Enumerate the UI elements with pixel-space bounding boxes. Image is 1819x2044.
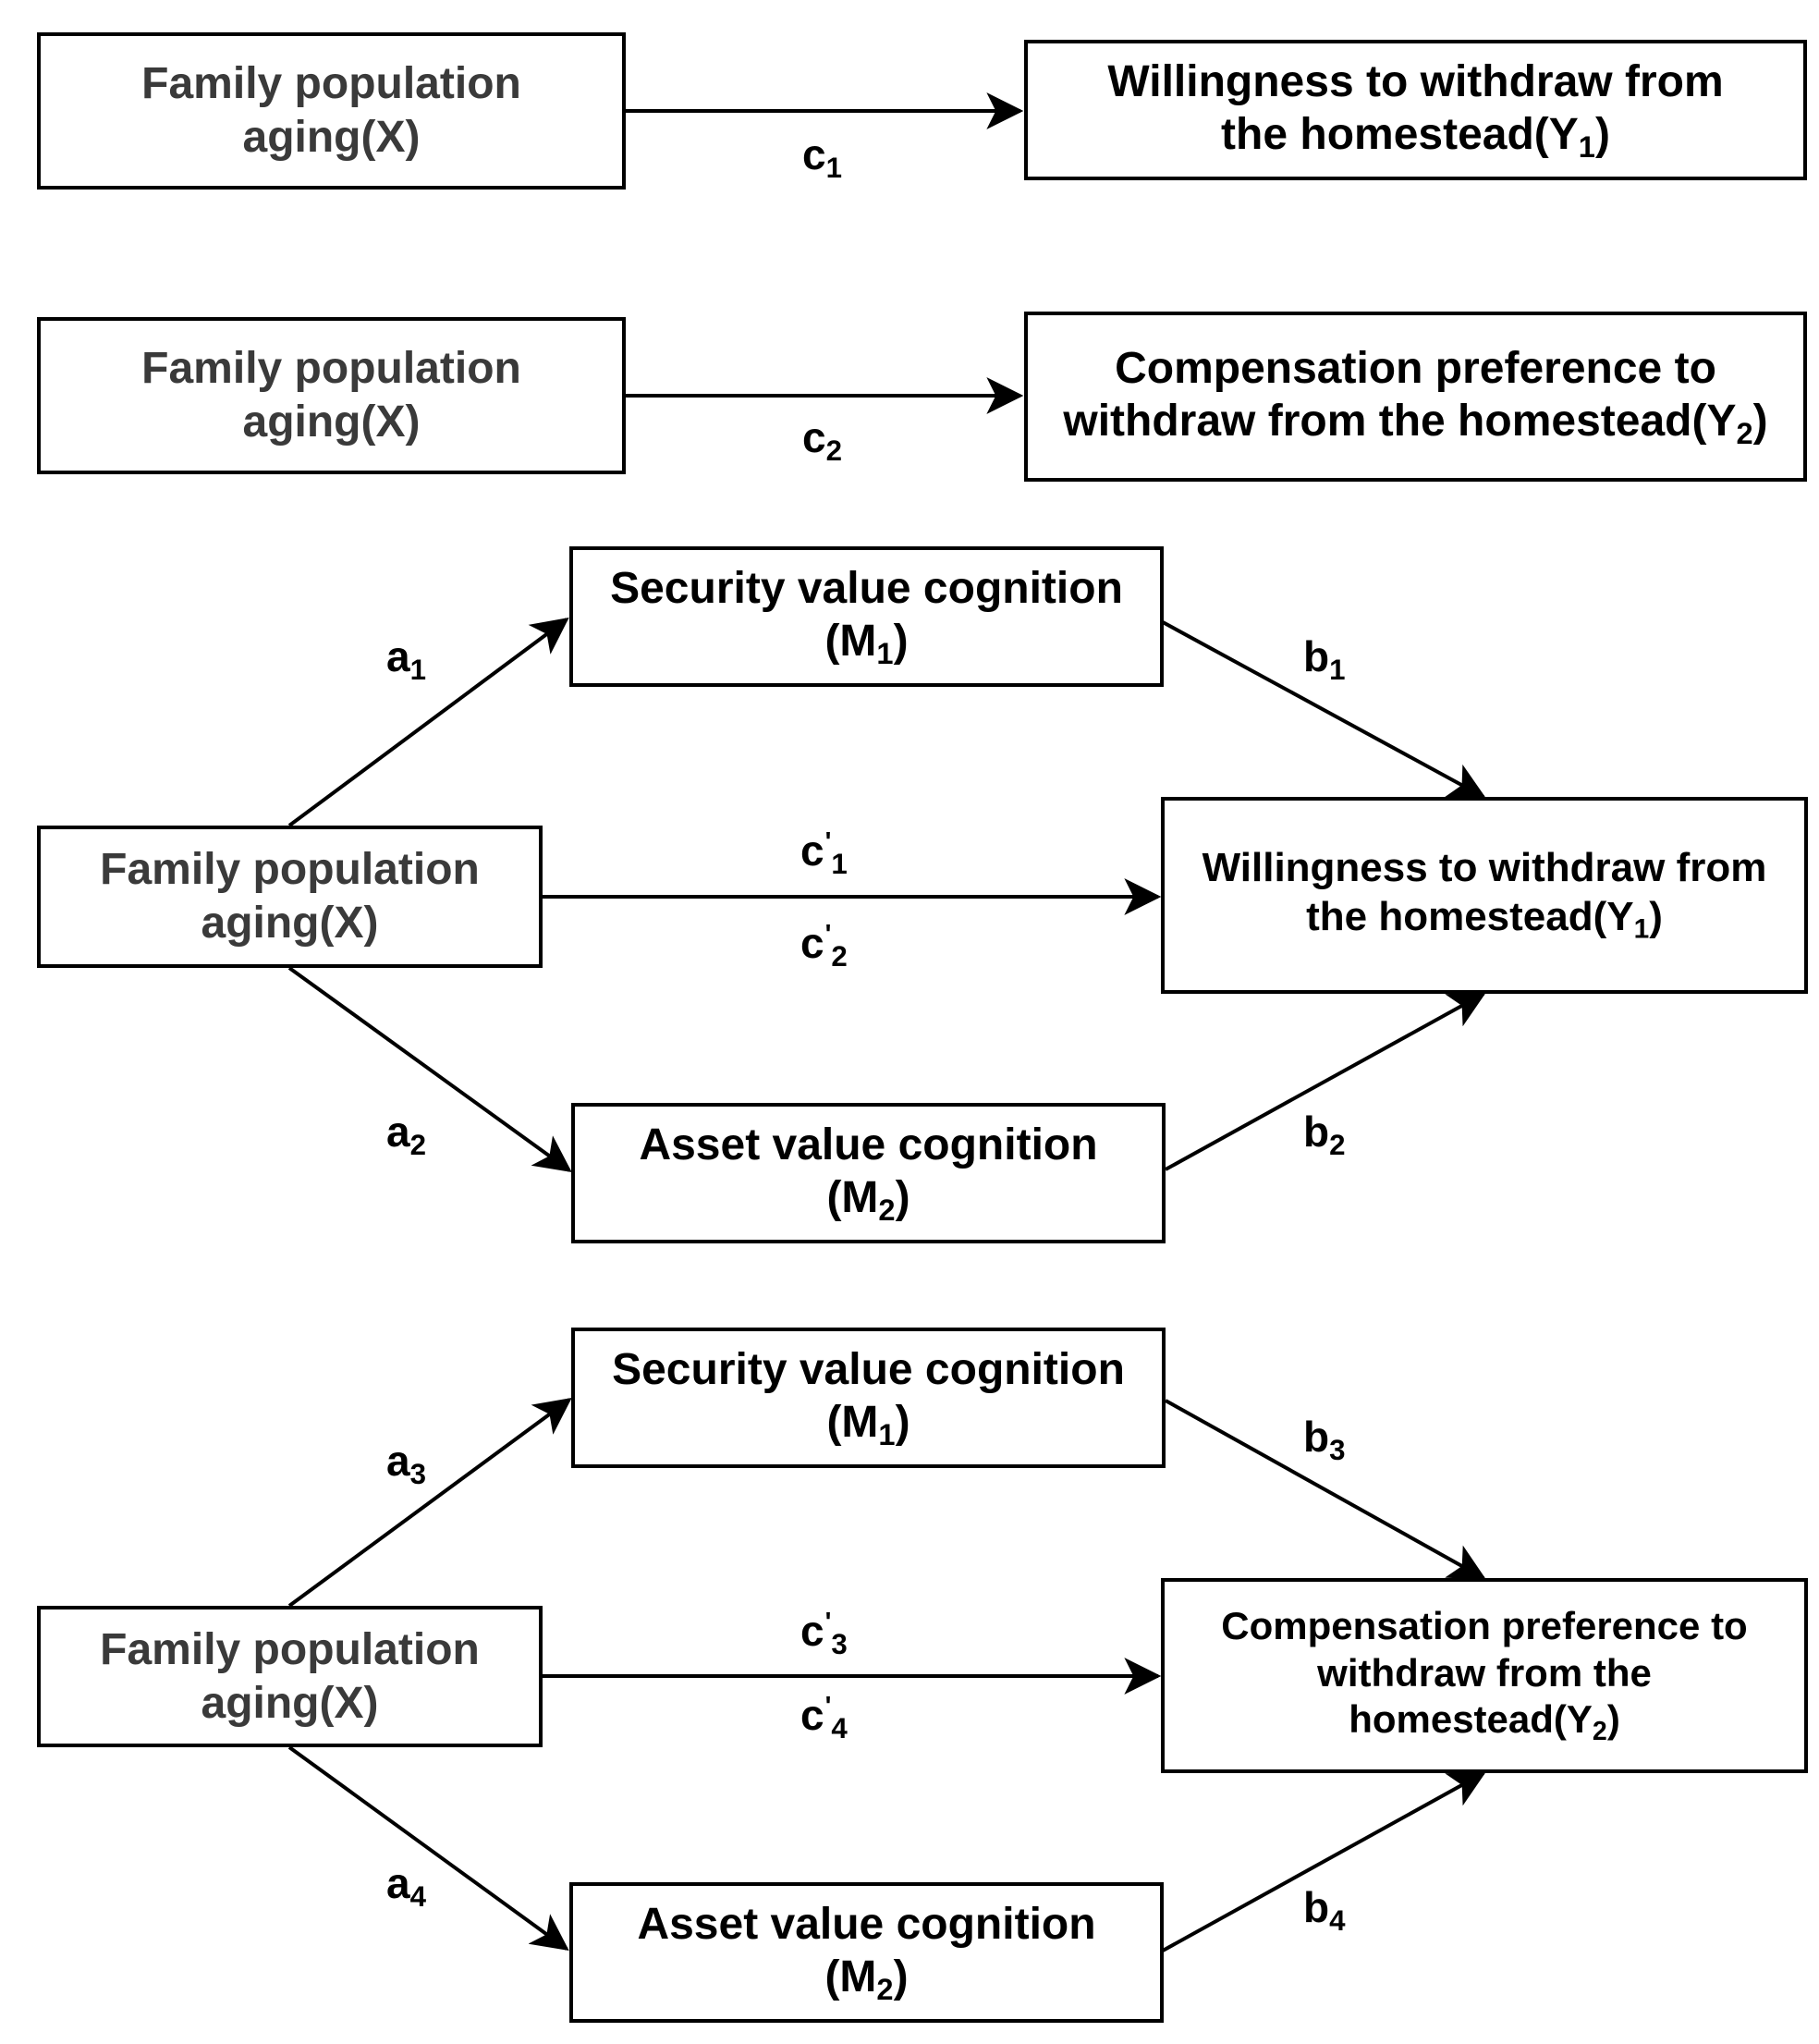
m1-box-line2: (M1) — [826, 1398, 910, 1452]
path-label-c2: c2 — [802, 413, 842, 467]
y1-box: Willingness to withdraw from the homeste… — [1024, 40, 1807, 180]
m2-box-line2: (M2) — [824, 1952, 909, 2007]
y1-box-line1: Willingness to withdraw from — [1107, 56, 1724, 106]
x-box-line2: aging(X) — [242, 398, 421, 447]
x-box-line2: aging(X) — [201, 899, 379, 948]
y1-box: Willingness to withdraw from the homeste… — [1161, 797, 1808, 994]
m2-box-line1: Asset value cognition — [637, 1899, 1096, 1949]
path-label-b1: b1 — [1303, 632, 1346, 686]
y2-box: Compensation preference to withdraw from… — [1024, 312, 1807, 482]
x-box-line1: Family population — [100, 1624, 480, 1674]
x-box-line2: aging(X) — [201, 1678, 379, 1728]
path-label-c-prime-1: c'1 — [800, 826, 848, 880]
path-label-a1: a1 — [386, 632, 426, 686]
m2-box-line1: Asset value cognition — [639, 1120, 1098, 1169]
arrow-x-to-m2 — [287, 1745, 569, 1951]
x-box: Family population aging(X) — [37, 826, 543, 968]
path-label-c-prime-2: c'2 — [800, 919, 848, 973]
arrow-x-to-m1 — [287, 618, 569, 827]
path-label-c-prime-3: c'3 — [800, 1607, 848, 1660]
path-label-c1: c1 — [802, 130, 842, 184]
x-box: Family population aging(X) — [37, 32, 626, 190]
path-label-c-prime-4: c'4 — [800, 1691, 848, 1744]
x-box-line1: Family population — [141, 59, 521, 109]
path-label-b4: b4 — [1303, 1883, 1346, 1937]
path-label-b2: b2 — [1303, 1108, 1346, 1161]
y2-box-line1: Compensation preference to — [1221, 1604, 1748, 1648]
x-box: Family population aging(X) — [37, 317, 626, 474]
m1-box: Security value cognition (M1) — [569, 546, 1164, 687]
y2-box-line3: homestead(Y2) — [1349, 1697, 1620, 1747]
x-box-line1: Family population — [100, 845, 480, 895]
arrow-m1-to-y2 — [1165, 1399, 1486, 1580]
y1-box-line1: Willingness to withdraw from — [1202, 845, 1767, 891]
m2-box: Asset value cognition (M2) — [569, 1882, 1164, 2023]
arrow-x-to-m1 — [287, 1398, 572, 1608]
y2-box-line1: Compensation preference to — [1115, 343, 1716, 393]
m1-box-line1: Security value cognition — [610, 563, 1123, 613]
y1-box-line2: the homestead(Y1) — [1306, 894, 1663, 945]
arrow-m2-to-y1 — [1165, 992, 1486, 1171]
m2-box: Asset value cognition (M2) — [571, 1103, 1166, 1243]
y2-box: Compensation preference to withdraw from… — [1161, 1578, 1808, 1773]
m1-box-line1: Security value cognition — [612, 1344, 1125, 1394]
m1-box-line2: (M1) — [824, 617, 909, 671]
m1-box: Security value cognition (M1) — [571, 1328, 1166, 1468]
y1-box-line2: the homestead(Y1) — [1221, 110, 1610, 165]
y2-box-line2: withdraw from the — [1317, 1650, 1652, 1695]
y2-box-line2: withdraw from the homestead(Y2) — [1063, 397, 1768, 451]
path-label-b3: b3 — [1303, 1413, 1346, 1466]
path-label-a4: a4 — [386, 1859, 426, 1913]
arrow-m2-to-y2 — [1162, 1771, 1486, 1952]
m2-box-line2: (M2) — [826, 1173, 910, 1228]
path-label-a3: a3 — [386, 1437, 426, 1490]
x-box: Family population aging(X) — [37, 1606, 543, 1747]
x-box-line2: aging(X) — [242, 113, 421, 162]
arrow-x-to-m2 — [287, 966, 572, 1172]
arrow-m1-to-y1 — [1162, 620, 1486, 799]
x-box-line1: Family population — [141, 344, 521, 394]
path-label-a2: a2 — [386, 1108, 426, 1161]
